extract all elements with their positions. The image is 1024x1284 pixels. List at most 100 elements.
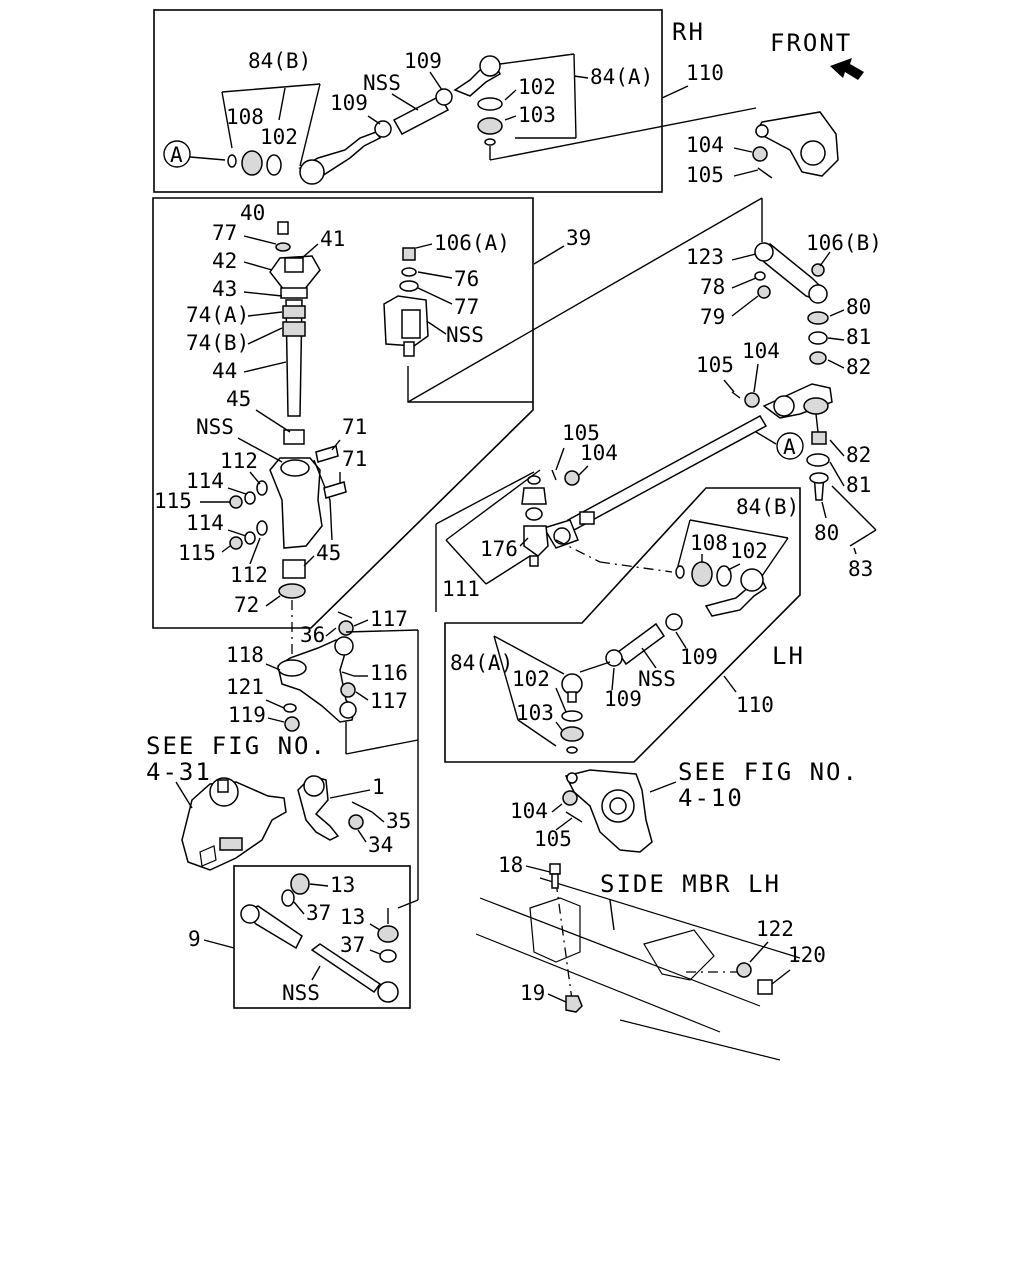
part-callout-label: 39 (566, 226, 591, 250)
part-callout-label: 71 (342, 447, 367, 471)
part-callout-label: 109 (404, 49, 442, 73)
diagram-stroke (619, 1019, 781, 1061)
diagram-stroke (776, 432, 804, 460)
part-callout-label: 82 (846, 355, 871, 379)
diagram-stroke (525, 507, 543, 521)
diagram-stroke (808, 284, 828, 304)
diagram-stroke (605, 649, 623, 667)
part-callout-label: 103 (516, 701, 554, 725)
diagram-stroke (611, 667, 615, 691)
diagram-stroke (278, 583, 306, 599)
diagram-stroke (280, 287, 308, 299)
diagram-stroke (736, 962, 752, 978)
part-callout-label: 71 (342, 415, 367, 439)
part-callout-label: 109 (330, 91, 368, 115)
diagram-stroke (329, 789, 371, 799)
part-callout-label: 102 (512, 667, 550, 691)
part-callout-label: 13 (330, 873, 355, 897)
dust-seal-108 (241, 150, 263, 176)
diagram-stroke (753, 363, 759, 393)
diagram-stroke (475, 933, 721, 1033)
part-callout-label: 83 (848, 557, 873, 581)
part-callout-label: 81 (846, 325, 871, 349)
diagram-stroke (827, 337, 845, 341)
diagram-stroke (573, 75, 589, 79)
diagram-stroke (549, 863, 561, 875)
idler-arm-118: 36 117 118 116 121 117 119 (226, 600, 419, 909)
diagram-stroke (504, 115, 517, 121)
diagram-stroke (677, 519, 691, 567)
part-callout-label: 106(B) (806, 231, 882, 255)
diagram-stroke (757, 979, 773, 995)
diagram-stroke (547, 993, 567, 1003)
diagram-stroke (435, 471, 535, 525)
part-callout-label: 123 (686, 245, 724, 269)
diagram-stroke (499, 53, 575, 65)
diagram-stroke (821, 501, 827, 519)
diagram-stroke (282, 305, 306, 319)
diagram-stroke (277, 659, 307, 677)
part-callout-label: 79 (700, 305, 725, 329)
part-callout-label: 112 (220, 449, 258, 473)
relay-arm-123: 123 78 79 106(B) 80 81 82 (686, 231, 882, 379)
diagram-stroke (731, 253, 757, 261)
part-callout-label: 45 (316, 541, 341, 565)
diagram-stroke (247, 327, 283, 345)
part-callout-label: 84(B) (736, 495, 799, 519)
see-fig-4-31-line2: 4-31 (146, 758, 212, 786)
diagram-stroke (815, 413, 819, 433)
idler-assembly-box (152, 197, 534, 629)
side-member-lh (475, 863, 801, 1061)
part-callout-label: 121 (226, 675, 264, 699)
part-callout-label: 117 (370, 689, 408, 713)
diagram-stroke (445, 469, 541, 541)
diagram-stroke (740, 568, 764, 592)
diagram-stroke (310, 943, 382, 994)
part-callout-label: 80 (846, 295, 871, 319)
diagram-stroke (369, 949, 381, 955)
part-callout-label: 74(B) (186, 331, 249, 355)
diagram-stroke (519, 537, 529, 547)
diagram-stroke (283, 703, 297, 713)
diagram-stroke (377, 981, 399, 1003)
diagram-stroke (529, 897, 581, 963)
part-callout-label: 1 (372, 775, 385, 799)
drag-link-box (233, 865, 411, 1009)
diagram-stroke (565, 995, 583, 1013)
diagram-stroke (479, 897, 761, 1007)
diagram-stroke (533, 245, 565, 265)
part-callout-label: 119 (228, 703, 266, 727)
diagram-stroke (175, 781, 193, 809)
diagram-stroke (282, 321, 306, 337)
part-callout-label: 84(B) (248, 49, 311, 73)
diagram-stroke (754, 271, 766, 281)
diagram-stroke (853, 547, 857, 555)
diagram-stroke (303, 555, 315, 567)
part-callout-label: 102 (518, 75, 556, 99)
part-callout-label: 78 (700, 275, 725, 299)
diagram-stroke (539, 877, 801, 959)
diagram-stroke (399, 280, 419, 292)
diagram-stroke (829, 461, 845, 487)
diagram-stroke (265, 663, 281, 671)
diagram-stroke (727, 563, 741, 571)
diagram-stroke (299, 159, 325, 185)
part-callout-label: 40 (240, 201, 265, 225)
diagram-stroke (311, 965, 321, 981)
part-callout-label: 84(A) (450, 651, 513, 675)
diagram-stroke (809, 351, 827, 365)
diagram-stroke (665, 613, 683, 631)
diagram-stroke (339, 701, 357, 719)
diagram-stroke (564, 470, 580, 486)
diagram-stroke (227, 529, 247, 537)
diagram-stroke (334, 636, 354, 656)
part-callout-label: 114 (186, 469, 224, 493)
diagram-stroke (249, 471, 261, 485)
diagram-stroke (555, 447, 565, 471)
diagram-stroke (560, 726, 584, 742)
part-callout-label: 19 (520, 981, 545, 1005)
see-fig-4-31-line1: SEE FIG NO. (146, 732, 327, 760)
diagram-stroke (309, 883, 329, 887)
diagram-stroke (301, 243, 319, 259)
part-callout-label: 103 (518, 103, 556, 127)
